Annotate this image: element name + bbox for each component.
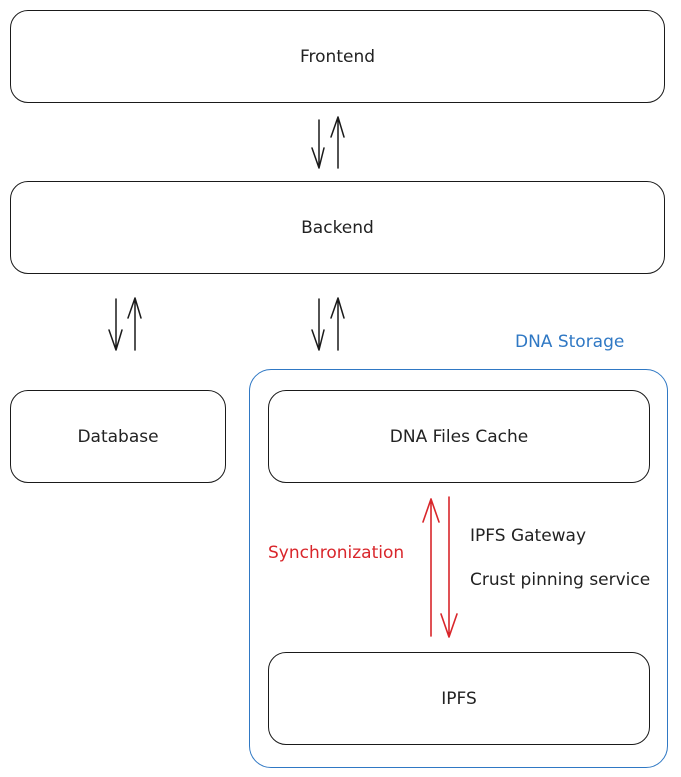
arrow-up <box>330 297 345 351</box>
ipfs-node: IPFS <box>268 652 650 745</box>
frontend-label: Frontend <box>299 46 376 67</box>
backend-storage-arrows <box>311 297 345 351</box>
dna-files-cache-label: DNA Files Cache <box>389 426 529 447</box>
backend-node: Backend <box>10 181 665 274</box>
dna-storage-title: DNA Storage <box>515 332 625 352</box>
crust-pinning-label: Crust pinning service <box>470 570 651 590</box>
database-label: Database <box>77 426 159 447</box>
frontend-node: Frontend <box>10 10 665 103</box>
backend-label: Backend <box>301 217 374 238</box>
dna-files-cache-node: DNA Files Cache <box>268 390 650 483</box>
backend-database-arrows <box>108 297 142 351</box>
ipfs-label: IPFS <box>441 688 477 709</box>
arrow-up <box>330 116 345 169</box>
arrow-down <box>311 298 325 351</box>
database-node: Database <box>10 390 226 483</box>
arrow-up <box>127 297 142 351</box>
dna-storage-group <box>249 369 668 768</box>
synchronization-label: Synchronization <box>268 543 405 563</box>
arrow-down <box>108 298 123 351</box>
frontend-backend-arrows <box>311 116 345 169</box>
arrow-down <box>311 119 325 169</box>
ipfs-gateway-label: IPFS Gateway <box>470 526 587 546</box>
